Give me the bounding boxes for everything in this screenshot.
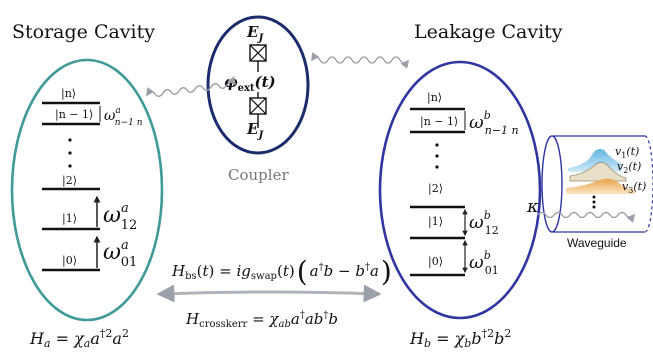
storage-level-1: |1⟩ <box>62 212 77 226</box>
output-mode-shapes <box>566 149 636 194</box>
swap-arrow <box>156 284 382 303</box>
josephson-junction-bottom-icon <box>249 97 267 115</box>
leakage-level-1: |1⟩ <box>428 215 443 229</box>
waveguide-tube <box>541 135 653 233</box>
josephson-junction-top-icon <box>249 44 267 62</box>
leakage-cavity-title: Leakage Cavity <box>414 21 563 43</box>
kappa-label: κ <box>526 196 539 217</box>
wave-storage-coupler <box>146 76 237 97</box>
waveguide-dots <box>592 195 596 209</box>
storage-level-n-minus-1: |n − 1⟩ <box>55 108 93 122</box>
leakage-level-n-minus-1: |n − 1⟩ <box>420 115 458 129</box>
mode-v2-shape <box>569 162 627 182</box>
leakage-level-lines <box>410 107 465 277</box>
coupler-label: Coupler <box>228 166 289 184</box>
leakage-level-2: |2⟩ <box>428 182 443 196</box>
eq-h-b: Hb = χbb†2b2 <box>409 327 511 350</box>
phi-background <box>221 72 295 92</box>
storage-level-n: |n⟩ <box>61 87 76 101</box>
storage-level-lines <box>42 101 100 272</box>
storage-cavity-title: Storage Cavity <box>12 21 155 43</box>
mode-v3-label: v3(t) <box>622 180 646 195</box>
leakage-ellipsis-dots <box>435 143 439 169</box>
eq-h-bs: Hbs(t) = igswap(t)(a†b − b†a) <box>171 255 392 288</box>
leakage-cavity-ellipse <box>378 60 542 320</box>
leakage-level-0: |0⟩ <box>428 255 443 269</box>
storage-level-0: |0⟩ <box>62 254 77 268</box>
wave-leakage-waveguide <box>537 211 636 223</box>
mode-v2-label: v2(t) <box>617 160 641 175</box>
leakage-level-n: |n⟩ <box>427 91 442 105</box>
storage-ellipsis-dots <box>68 138 72 168</box>
coupler-phi-ext: φext(t) <box>224 73 276 94</box>
mode-v1-label: v1(t) <box>615 145 639 160</box>
coupler-ej-bottom: EJ <box>246 120 264 141</box>
waveguide-label: Waveguide <box>567 236 627 250</box>
storage-cavity-ellipse <box>10 58 164 322</box>
coupler-ej-top: EJ <box>246 23 264 44</box>
mode-v3-shape <box>566 178 636 194</box>
eq-h-a: Ha = χaa†2a2 <box>29 327 129 350</box>
wave-coupler-leakage <box>311 52 410 69</box>
storage-level-2: |2⟩ <box>62 174 77 188</box>
eq-h-crosskerr: Hcrosskerr = χaba†ab†b <box>185 310 338 330</box>
